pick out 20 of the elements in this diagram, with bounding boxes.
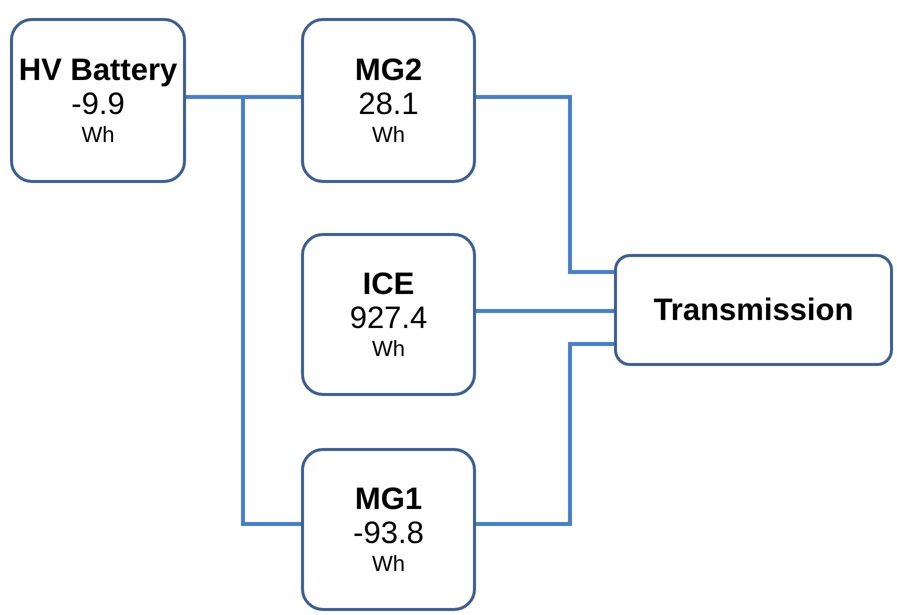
component-name: MG2	[354, 52, 422, 86]
component-name: HV Battery	[18, 52, 178, 86]
unit-label: Wh	[82, 120, 114, 148]
component-box	[301, 448, 476, 611]
component-name: MG1	[354, 482, 422, 516]
unit-label: Wh	[372, 334, 405, 362]
component-name: Transmission	[654, 293, 854, 327]
component-name: ICE	[362, 266, 414, 300]
energy-value: -9.9	[71, 86, 125, 120]
connector-line	[476, 309, 614, 313]
connector-line	[476, 95, 614, 274]
energy-value: -93.8	[353, 516, 424, 550]
component-box	[301, 18, 476, 183]
component-box	[301, 233, 476, 396]
process-box	[614, 254, 893, 366]
unit-label: Wh	[372, 120, 405, 148]
component-box	[10, 18, 186, 183]
energy-value: 927.4	[350, 300, 428, 334]
energy-value: 28.1	[358, 86, 419, 120]
unit-label: Wh	[372, 550, 405, 578]
